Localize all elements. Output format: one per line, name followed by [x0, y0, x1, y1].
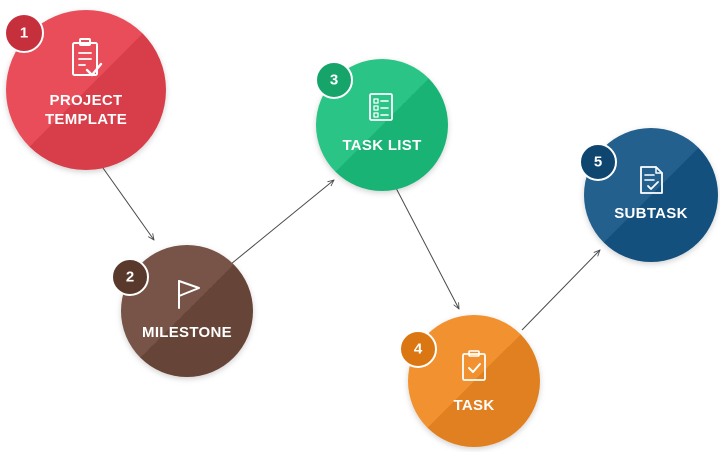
- connector-1-to-2: [102, 167, 154, 240]
- node-sheen: [6, 10, 166, 170]
- node-sheen: [584, 128, 718, 262]
- node-milestone[interactable]: MILESTONE 2: [111, 245, 253, 377]
- node-subtask[interactable]: SUBTASK 5: [579, 128, 718, 262]
- document-check-icon: [640, 166, 663, 194]
- connector-2-to-3: [230, 180, 334, 265]
- node-label-line-2: TEMPLATE: [45, 111, 127, 128]
- step-badge-number: 3: [330, 72, 338, 89]
- node-task-list[interactable]: TASK LIST 3: [315, 59, 448, 191]
- clipboard-tick-icon: [462, 350, 486, 381]
- connectors: [102, 167, 600, 331]
- node-sheen: [316, 59, 448, 191]
- node-label: MILESTONE: [142, 324, 232, 341]
- node-label: SUBTASK: [614, 205, 688, 222]
- step-badge: [579, 143, 617, 181]
- connector-4-to-5: [521, 250, 600, 331]
- step-badge: [315, 61, 353, 99]
- checklist-icon: [369, 93, 393, 121]
- clipboard-check-icon: [72, 38, 103, 77]
- node-label-line-1: PROJECT: [50, 92, 123, 109]
- step-badge: [399, 330, 437, 368]
- node-project-template[interactable]: PROJECT TEMPLATE 1: [4, 10, 166, 170]
- node-label: TASK: [454, 397, 495, 414]
- step-badge-number: 1: [20, 25, 28, 42]
- step-badge-number: 4: [414, 341, 423, 358]
- step-badge: [4, 13, 44, 53]
- node-label: TASK LIST: [342, 137, 421, 154]
- node-sheen: [408, 315, 540, 447]
- node-sheen: [121, 245, 253, 377]
- step-badge-number: 5: [594, 154, 602, 171]
- node-task[interactable]: TASK 4: [399, 315, 540, 447]
- flag-icon: [178, 280, 200, 309]
- connector-3-to-4: [395, 187, 459, 309]
- step-badge: [111, 258, 149, 296]
- step-badge-number: 2: [126, 269, 134, 286]
